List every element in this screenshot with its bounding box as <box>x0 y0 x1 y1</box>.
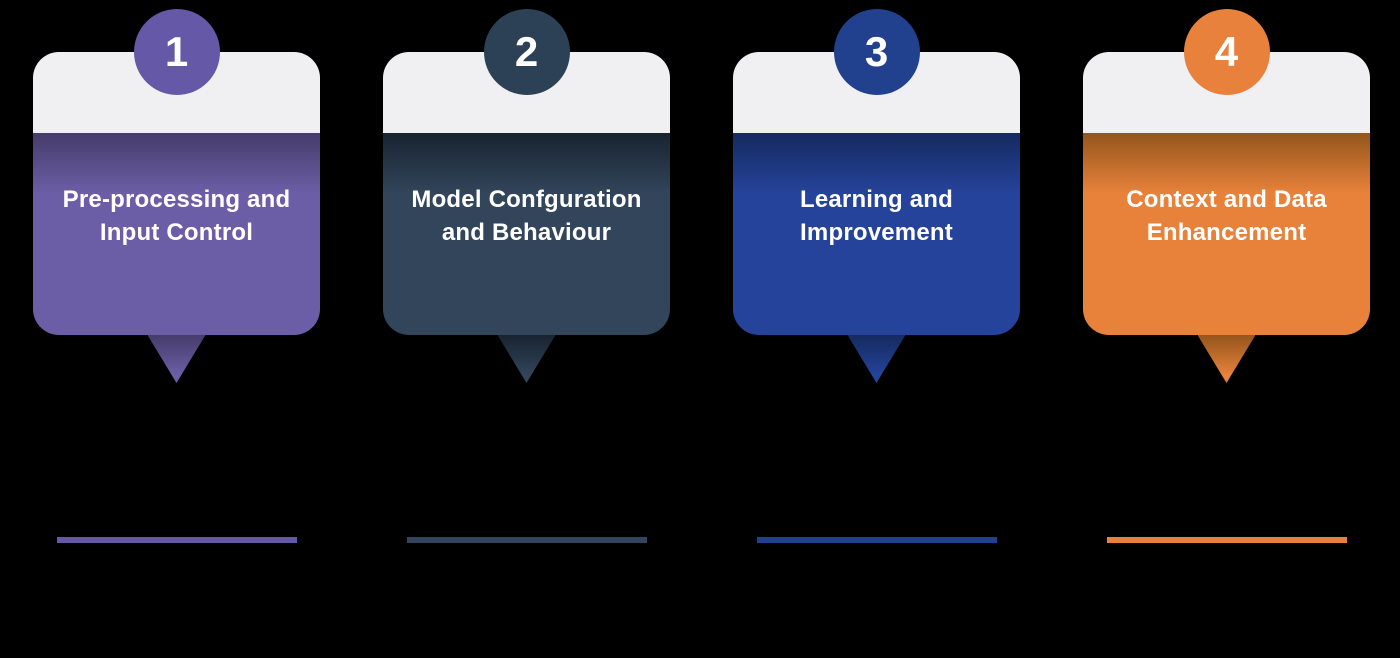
card-underline <box>1106 537 1347 543</box>
card-underline <box>406 537 647 543</box>
card-title: Model Confguration and Behaviour <box>411 186 642 246</box>
step-number-badge: 1 <box>133 9 220 95</box>
step-card: 4 Context and Data Enhancement <box>1083 0 1370 658</box>
step-card: 1 Pre-processing and Input Control <box>33 0 320 658</box>
step-number: 4 <box>1214 28 1239 75</box>
step-number-badge: 2 <box>483 9 570 95</box>
card-title: Pre-processing and Input Control <box>62 186 291 246</box>
card-body: Context and Data Enhancement <box>1083 133 1370 335</box>
card-title: Learning and Improvement <box>799 186 954 246</box>
step-number: 1 <box>164 28 189 75</box>
step-card: 2 Model Confguration and Behaviour <box>383 0 670 658</box>
step-card: 3 Learning and Improvement <box>733 0 1020 658</box>
card-title: Context and Data Enhancement <box>1126 186 1327 246</box>
card-underline <box>56 537 297 543</box>
card-body: Learning and Improvement <box>733 133 1020 335</box>
step-number-badge: 3 <box>833 9 920 95</box>
cards-row: 1 Pre-processing and Input Control 2 Mod… <box>33 0 1370 658</box>
card-tail-pointer <box>147 335 206 383</box>
card-underline <box>756 537 997 543</box>
step-number-badge: 4 <box>1183 9 1270 95</box>
card-body: Model Confguration and Behaviour <box>383 133 670 335</box>
step-number: 3 <box>864 28 889 75</box>
card-body: Pre-processing and Input Control <box>33 133 320 335</box>
card-tail-pointer <box>497 335 556 383</box>
step-number: 2 <box>514 28 539 75</box>
card-tail-pointer <box>847 335 906 383</box>
card-tail-pointer <box>1197 335 1256 383</box>
